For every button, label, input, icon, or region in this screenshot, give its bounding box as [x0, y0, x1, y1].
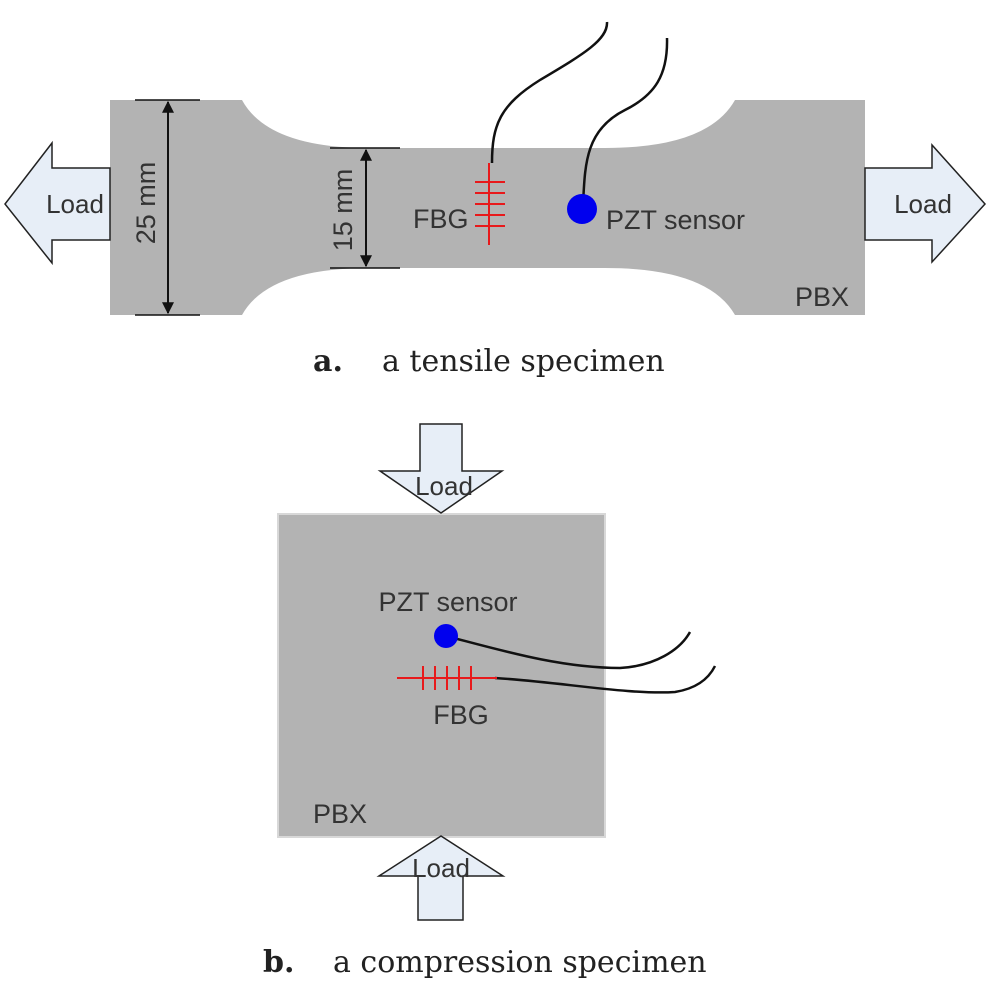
- dimension-25mm-label: 25 mm: [131, 162, 161, 245]
- fbg-wire-a: [490, 21, 609, 164]
- fbg-grating-a: [475, 163, 505, 245]
- pzt-label-a: PZT sensor: [606, 205, 745, 235]
- caption-b-letter: b.: [263, 945, 294, 980]
- caption-b-text: a compression specimen: [333, 945, 707, 980]
- dimension-25mm: 25 mm: [131, 99, 200, 316]
- pzt-wire-a: [581, 37, 669, 206]
- pzt-sensor-a: [567, 194, 597, 224]
- fbg-grating-b: [397, 666, 497, 690]
- load-arrow-bottom: Load: [376, 835, 506, 921]
- load-label-top: Load: [415, 471, 473, 501]
- fbg-wire-b: [494, 665, 717, 694]
- pzt-sensor-b: [434, 624, 458, 648]
- fbg-label-a: FBG: [413, 204, 469, 234]
- material-label-b: PBX: [313, 799, 367, 829]
- dimension-15mm: 15 mm: [328, 147, 400, 269]
- load-arrow-top: Load: [377, 423, 505, 514]
- panel-b-compression: Load Load PZT sensor FBG PBX b. a compre…: [263, 423, 717, 980]
- pzt-wire-b: [445, 631, 692, 670]
- caption-a-text: a tensile specimen: [382, 344, 665, 379]
- panel-a-tensile: Load Load 25 mm 15 mm: [4, 21, 987, 379]
- compression-specimen-body: [277, 513, 606, 838]
- dimension-15mm-label: 15 mm: [328, 169, 358, 252]
- pzt-label-b: PZT sensor: [378, 587, 517, 617]
- load-label-bottom: Load: [412, 853, 470, 883]
- load-arrow-left: Load: [4, 140, 111, 266]
- caption-a-letter: a.: [313, 344, 343, 379]
- load-label-left: Load: [46, 189, 104, 219]
- material-label-a: PBX: [795, 282, 849, 312]
- load-label-right: Load: [894, 189, 952, 219]
- fbg-label-b: FBG: [433, 700, 489, 730]
- load-arrow-right: Load: [864, 143, 987, 264]
- tensile-specimen-body: [110, 100, 865, 315]
